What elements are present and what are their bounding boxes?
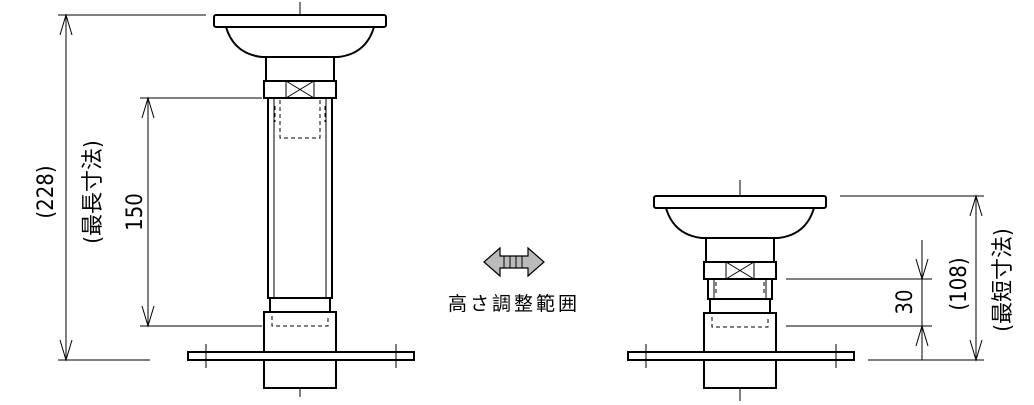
left-shaft	[267, 97, 333, 299]
right-head-bowl	[664, 207, 816, 239]
left-upper-collar	[265, 56, 335, 82]
left-overall-note: (最長寸法)	[81, 140, 106, 243]
left-base-plate	[187, 351, 415, 361]
right-upper-collar	[705, 237, 775, 263]
right-range-dimension	[786, 240, 932, 360]
right-base-sleeve	[703, 312, 777, 389]
left-head-rim	[213, 14, 387, 28]
right-head-rim	[653, 195, 827, 209]
right-overall-value: (108)	[947, 257, 972, 310]
right-range-value: 30	[893, 289, 918, 314]
center-arrow-icon	[483, 246, 545, 278]
left-range-dimension	[140, 96, 262, 328]
left-shaft-ring	[269, 297, 331, 313]
left-base-sleeve	[263, 311, 337, 389]
right-overall-dimension	[840, 194, 984, 362]
right-overall-note: (最短寸法)	[991, 228, 1016, 331]
left-range-value: 150	[123, 193, 148, 231]
right-base-plate	[627, 351, 855, 361]
left-overall-dimension	[58, 13, 206, 362]
right-shaft	[707, 278, 773, 300]
support-extended	[187, 2, 415, 400]
left-overall-value: (228)	[34, 165, 59, 218]
height-adjust-range-label: 高さ調整範囲	[448, 293, 580, 315]
support-retracted	[627, 180, 855, 402]
right-shaft-ring	[709, 298, 771, 314]
left-head-bowl	[224, 26, 376, 58]
